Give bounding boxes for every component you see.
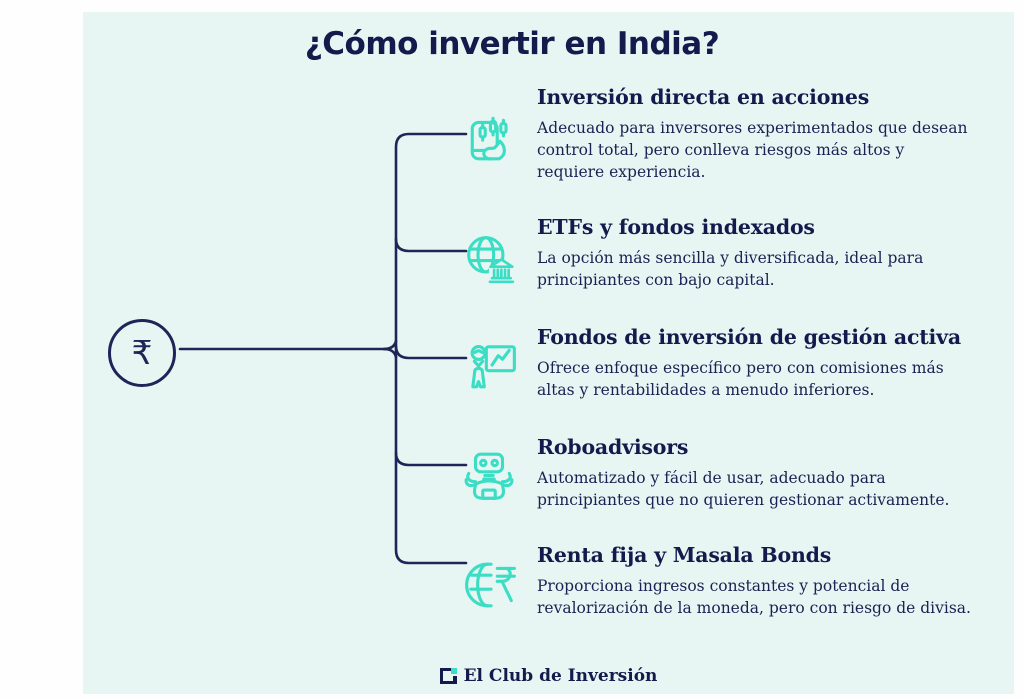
branch-item-fixed-income: Renta fija y Masala Bonds Proporciona in… (537, 543, 973, 619)
branch-item-roboadvisors: Roboadvisors Automatizado y fácil de usa… (537, 435, 973, 511)
rupee-symbol: ₹ (131, 332, 153, 372)
branch-description: Ofrece enfoque específico pero con comis… (537, 358, 944, 399)
branch-title: Fondos de inversión de gestión activa (537, 325, 961, 349)
branch-description: Proporciona ingresos constantes y potenc… (537, 576, 971, 617)
infographic-background (83, 12, 1014, 694)
globe-bank-icon (464, 233, 518, 287)
branch-title: ETFs y fondos indexados (537, 215, 815, 239)
club-inversion-logo-icon (439, 668, 457, 684)
robot-icon (462, 449, 516, 503)
branch-title: Renta fija y Masala Bonds (537, 543, 832, 567)
branch-description: Adecuado para inversores experimentados … (537, 118, 968, 181)
page-title: ¿Cómo invertir en India? (304, 26, 720, 62)
branch-description: La opción más sencilla y diversificada, … (537, 248, 924, 289)
branch-title: Inversión directa en acciones (537, 85, 870, 109)
brand-name: El Club de Inversión (463, 666, 658, 686)
rupee-circle-icon: ₹ (108, 319, 176, 387)
branch-description: Automatizado y fácil de usar, adecuado p… (537, 468, 950, 509)
branch-title: Roboadvisors (537, 435, 689, 459)
phone-trading-icon (465, 111, 519, 165)
advisor-presentation-icon (464, 339, 518, 393)
globe-rupee-icon (463, 558, 517, 612)
branch-item-etfs: ETFs y fondos indexados La opción más se… (537, 215, 973, 291)
branch-item-direct-stocks: Inversión directa en acciones Adecuado p… (537, 85, 973, 183)
footer: El Club de Inversión (83, 666, 1014, 688)
branch-item-active-funds: Fondos de inversión de gestión activa Of… (537, 325, 973, 401)
